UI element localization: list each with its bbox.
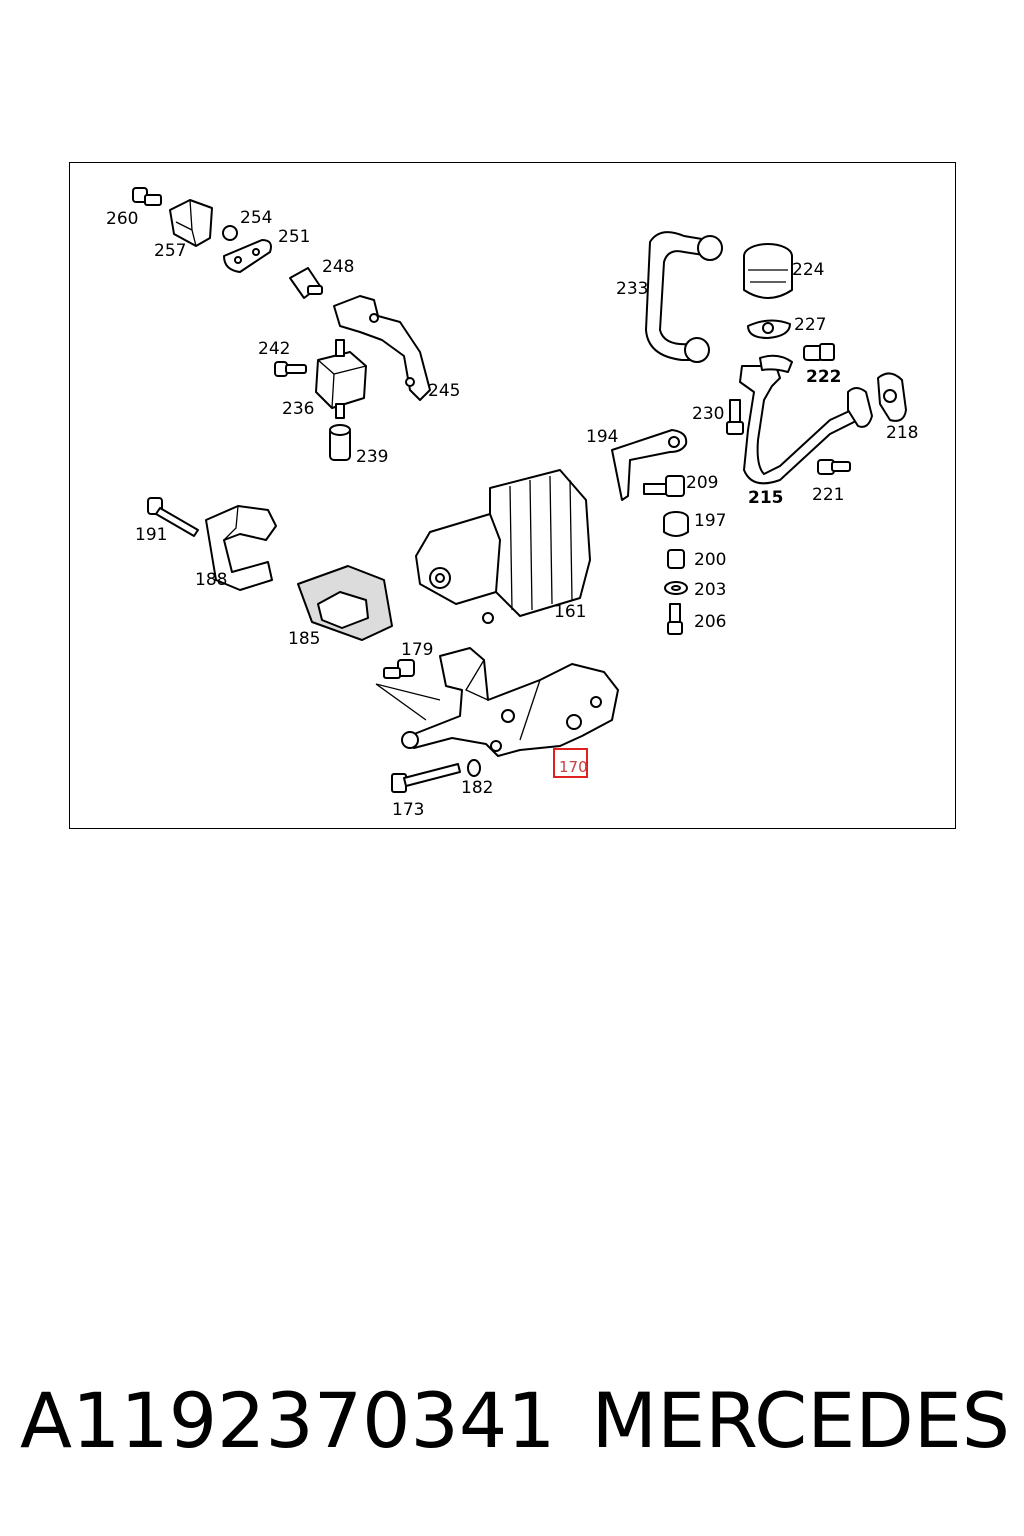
- part-242-screw: [274, 361, 307, 377]
- callout-254: 254: [240, 208, 272, 228]
- callout-170: 170: [559, 758, 588, 776]
- part-161-motor-assembly: [415, 469, 591, 624]
- part-185-rubber-mount: [297, 565, 393, 641]
- part-222-plug: [803, 343, 835, 361]
- part-197-bush: [663, 511, 689, 537]
- callout-251: 251: [278, 227, 310, 247]
- callout-185: 185: [288, 629, 320, 649]
- part-248-damper: [289, 267, 323, 299]
- part-191-bolt: [147, 497, 199, 537]
- callout-230: 230: [692, 404, 724, 424]
- callout-206: 206: [694, 612, 726, 632]
- callout-209: 209: [686, 473, 718, 493]
- callout-194: 194: [586, 427, 618, 447]
- part-173-bolt: [391, 763, 461, 793]
- callout-179: 179: [401, 640, 433, 660]
- part-236-valve: [315, 339, 367, 419]
- callout-248: 248: [322, 257, 354, 277]
- brand-name: MERCEDES: [591, 1375, 1010, 1465]
- callout-242: 242: [258, 339, 290, 359]
- part-203-washer: [664, 581, 688, 595]
- part-194-bracket: [611, 429, 688, 501]
- callout-161: 161: [554, 602, 586, 622]
- callout-191: 191: [135, 525, 167, 545]
- part-206-bolt: [667, 603, 683, 635]
- callout-236: 236: [282, 399, 314, 419]
- highlight-box-170: [553, 748, 588, 778]
- part-170-engine-bracket: [401, 647, 619, 757]
- part-227-gasket: [747, 319, 791, 339]
- callout-218: 218: [886, 423, 918, 443]
- part-230-bolt: [726, 399, 744, 435]
- part-number: A1192370341: [20, 1375, 556, 1465]
- part-245-bracket: [333, 295, 431, 401]
- part-179-bolt: [383, 659, 415, 679]
- leader-179: [375, 683, 441, 721]
- callout-203: 203: [694, 580, 726, 600]
- part-215-pipe: [739, 354, 873, 485]
- part-239-hose: [329, 424, 351, 461]
- part-200-sleeve: [667, 549, 685, 569]
- part-224-egr-valve: [743, 243, 793, 299]
- callout-197: 197: [694, 511, 726, 531]
- callout-245: 245: [428, 381, 460, 401]
- part-257-bracket: [169, 199, 213, 247]
- part-251-plate: [223, 239, 272, 273]
- callout-200: 200: [694, 550, 726, 570]
- callout-221: 221: [812, 485, 844, 505]
- callout-188: 188: [195, 570, 227, 590]
- callout-222: 222: [806, 367, 842, 387]
- callout-224: 224: [792, 260, 824, 280]
- callout-173: 173: [392, 800, 424, 820]
- part-221-screw: [817, 459, 851, 475]
- callout-239: 239: [356, 447, 388, 467]
- callout-233: 233: [616, 279, 648, 299]
- callout-182: 182: [461, 778, 493, 798]
- part-218-gasket: [877, 372, 907, 422]
- part-188-bracket: [205, 505, 277, 591]
- callout-260: 260: [106, 209, 138, 229]
- callout-257: 257: [154, 241, 186, 261]
- callout-227: 227: [794, 315, 826, 335]
- callout-215: 215: [748, 488, 784, 508]
- part-233-pipe: [645, 231, 723, 363]
- caption: A1192370341 MERCEDES: [20, 1370, 1010, 1470]
- part-260-screw: [132, 187, 162, 206]
- part-182-washer: [467, 759, 481, 777]
- part-209-bolt: [643, 475, 685, 497]
- part-254-nut: [222, 225, 238, 241]
